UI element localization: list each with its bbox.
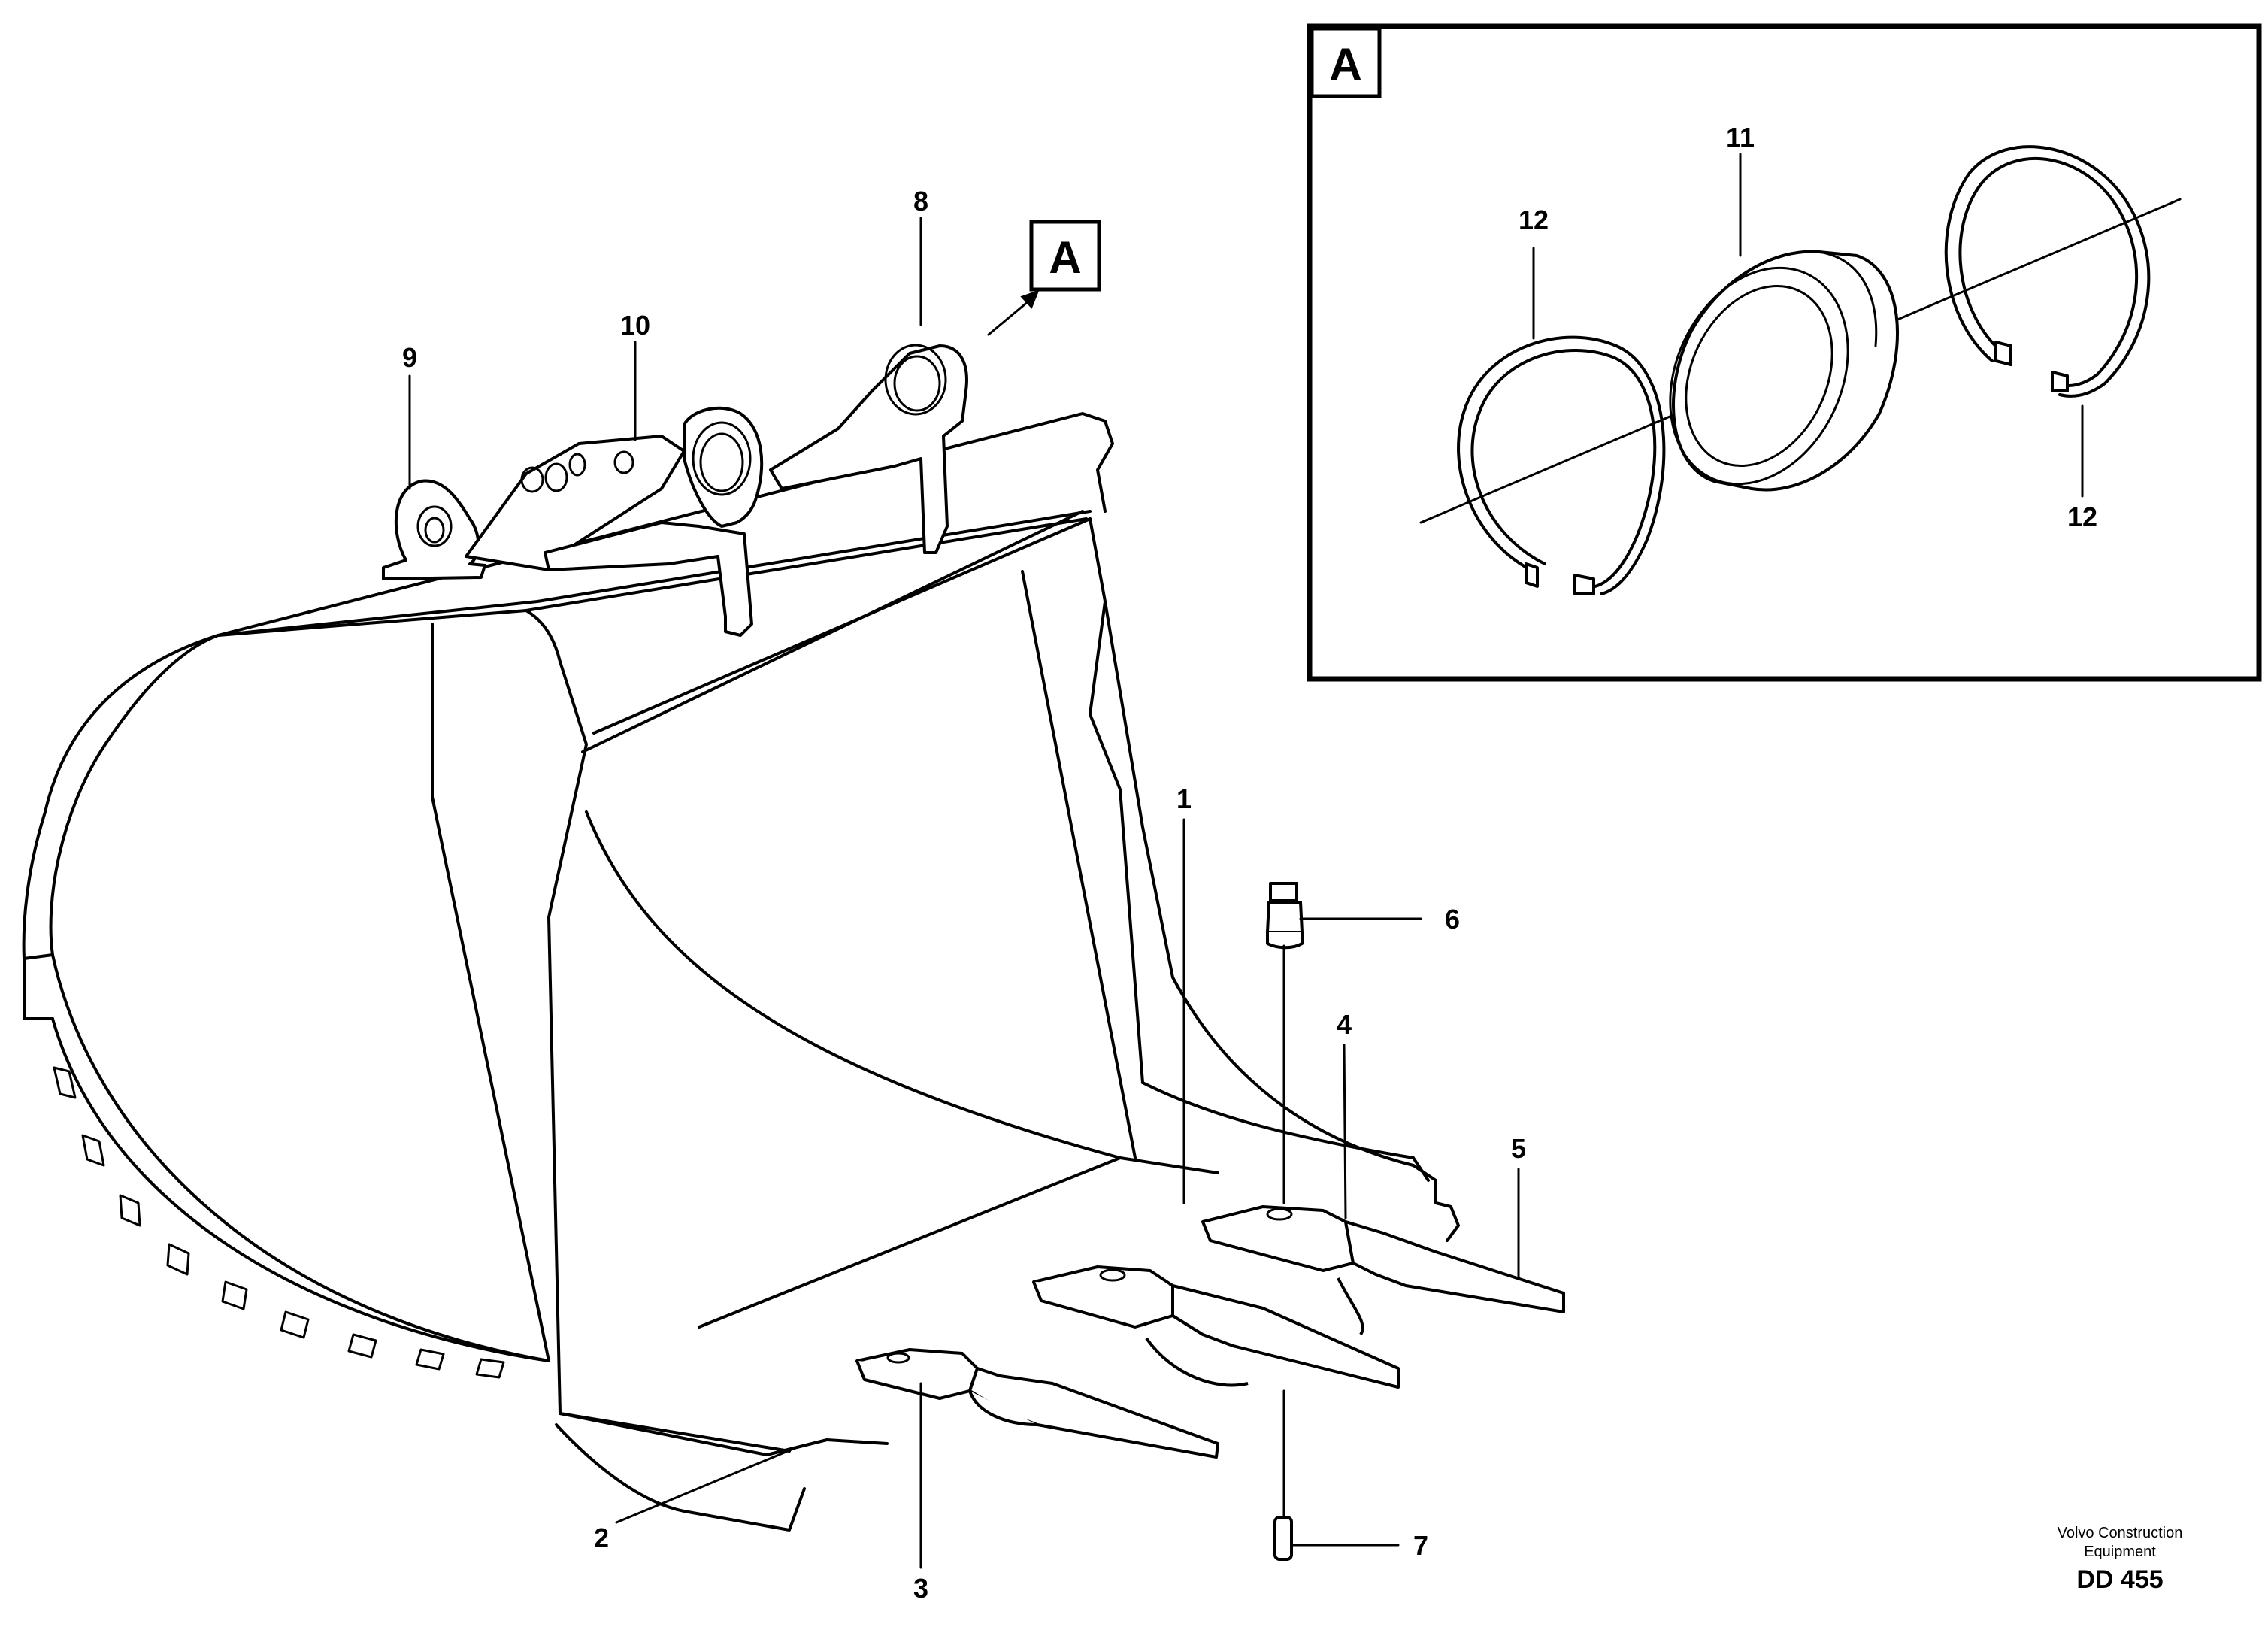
callout-9: 9	[402, 342, 417, 373]
arm-mount-right[interactable]	[769, 344, 968, 554]
callout-12-left: 12	[1519, 205, 1549, 235]
drawing-code: DD 455	[2076, 1565, 2163, 1594]
credit-line-2: Equipment	[2084, 1544, 2156, 1560]
detail-marker-box: A	[1029, 220, 1101, 292]
snap-ring-right[interactable]	[1944, 145, 2151, 398]
tooth-assembly-front[interactable]	[855, 1348, 1219, 1459]
detail-reference-arrow	[987, 289, 1040, 336]
lock-pin[interactable]	[1273, 1389, 1293, 1561]
callout-5: 5	[1511, 1133, 1526, 1164]
arm-mount-left[interactable]	[544, 406, 764, 637]
footer-credit: Volvo Construction Equipment DD 455	[2058, 1525, 2183, 1594]
tooth-assembly-rear[interactable]	[1201, 1205, 1565, 1336]
spherical-bearing[interactable]	[1637, 239, 1899, 514]
callout-1: 1	[1176, 783, 1192, 814]
callout-8: 8	[913, 186, 928, 217]
detail-inset-a: A 12 11 12	[1307, 23, 2262, 682]
snap-ring-left[interactable]	[1457, 335, 1666, 595]
tooth-assembly-middle[interactable]	[1032, 1265, 1400, 1389]
callout-3: 3	[913, 1573, 928, 1604]
retainer-pin[interactable]	[1266, 882, 1304, 1204]
callout-10: 10	[620, 310, 650, 341]
callout-7: 7	[1413, 1530, 1428, 1561]
callout-12-right: 12	[2067, 501, 2097, 532]
callout-4: 4	[1337, 1009, 1352, 1040]
callout-6: 6	[1445, 904, 1460, 935]
rear-lifting-eye[interactable]	[382, 479, 486, 580]
wear-strip-teeth	[53, 1066, 505, 1379]
credit-line-1: Volvo Construction	[2058, 1525, 2183, 1541]
callout-11: 11	[1726, 122, 1755, 153]
leader-lines	[408, 217, 1520, 1569]
inset-letter: A	[1329, 39, 1361, 89]
callout-numbers: 1 2 3 4 5 6 7 8 9 10	[402, 186, 1526, 1604]
detail-marker-letter: A	[1049, 232, 1081, 283]
callout-2: 2	[594, 1522, 609, 1553]
bucket-body	[22, 412, 1460, 1532]
